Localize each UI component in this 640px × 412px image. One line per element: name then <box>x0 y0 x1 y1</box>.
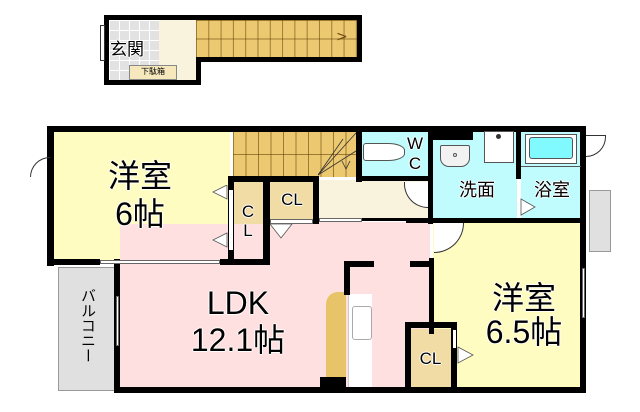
bathroom-door-arrow-icon <box>520 198 536 216</box>
sliding-door-closet[interactable] <box>270 219 313 224</box>
window-ldk-balcony <box>116 296 119 346</box>
shoe-box-label: 下駄箱 <box>141 67 165 76</box>
western-left-size: 6帖 <box>115 196 165 232</box>
entrance-door[interactable] <box>100 25 105 61</box>
ldk-room-upper <box>266 222 430 230</box>
closet-right-arrow-icon <box>457 346 474 364</box>
counter-wall <box>326 292 346 380</box>
closet-small <box>270 181 314 219</box>
balcony-label: バルコニー <box>79 288 97 363</box>
wc-label-1: W <box>406 134 424 153</box>
closet-small-label: CL <box>281 190 303 209</box>
closet-door-arrow-icon <box>212 185 228 248</box>
closet-small-arrow-icon <box>269 224 293 239</box>
stairs-arrow-icon: > <box>336 29 348 45</box>
entrance-label: 玄関 <box>110 40 144 59</box>
western-right-size: 6.5帖 <box>485 314 563 350</box>
ldk-name: LDK <box>206 285 270 321</box>
sliding-door-hall[interactable] <box>319 218 362 222</box>
ldk-room <box>120 224 430 387</box>
toilet-icon <box>363 143 405 161</box>
shoe-box <box>129 65 177 80</box>
window-closet-vert <box>229 190 233 250</box>
window-washroom <box>517 180 520 218</box>
bathroom-label: 浴室 <box>534 180 570 200</box>
stairs-upper <box>196 20 357 57</box>
entrance-section: > 玄関 下駄箱 <box>100 15 362 85</box>
western-right-name: 洋室 <box>491 280 556 316</box>
stairs-main <box>233 131 357 177</box>
closet-vertical-label-1: C <box>241 202 255 221</box>
wc-label-2: C <box>408 154 422 173</box>
balcony <box>58 267 118 391</box>
washroom-label: 洗面 <box>459 180 495 200</box>
closet-right-label: CL <box>419 349 442 368</box>
entrance-floor <box>109 20 159 80</box>
window-western-right <box>582 268 585 318</box>
balcony-right <box>589 190 611 252</box>
closet-vertical-label-2: L <box>243 221 253 240</box>
door-western-left[interactable] <box>30 157 50 177</box>
stairs-turn-icon <box>318 132 357 176</box>
window-western-left-bottom <box>100 260 220 264</box>
window-closet-right <box>453 330 456 348</box>
kitchen-sink <box>352 306 372 340</box>
ldk-size: 12.1帖 <box>190 322 286 358</box>
western-left-name: 洋室 <box>107 158 172 194</box>
closet-right <box>410 329 456 387</box>
door-bathroom-outer[interactable] <box>586 135 606 157</box>
